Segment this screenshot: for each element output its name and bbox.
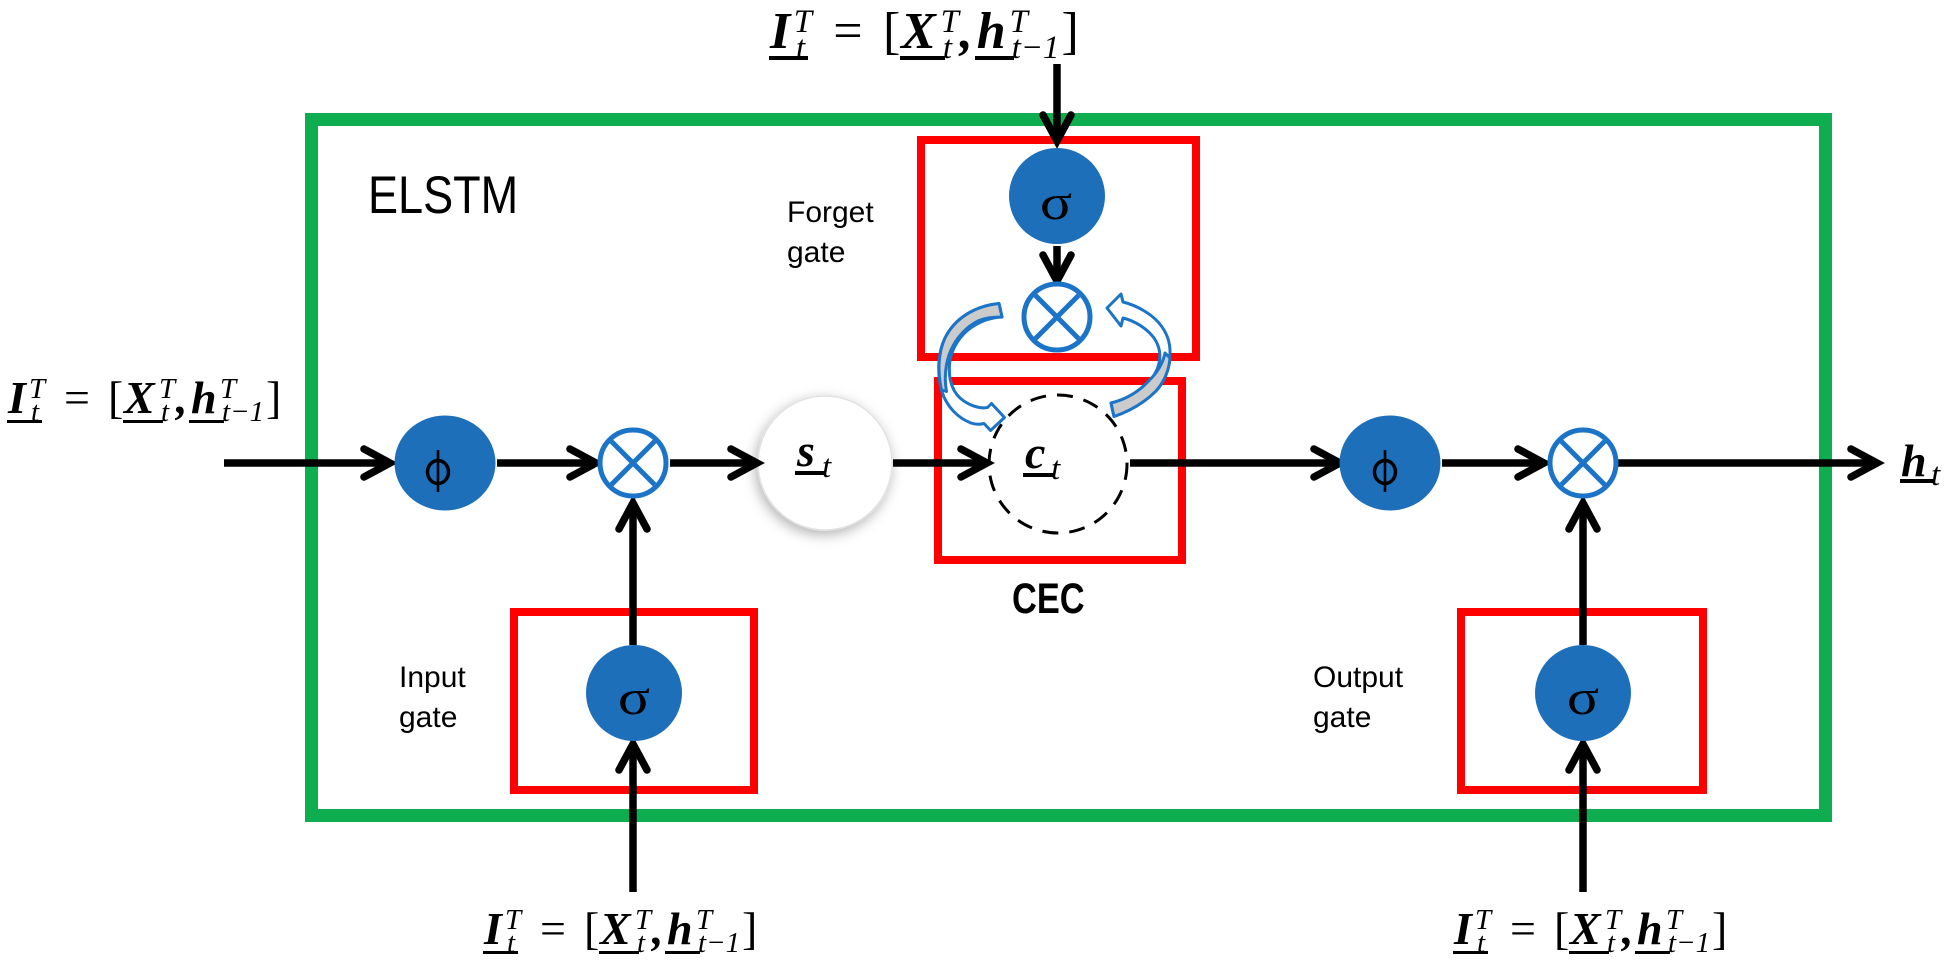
svg-text:σ: σ bbox=[1040, 175, 1072, 230]
svg-text:σ: σ bbox=[618, 670, 650, 725]
svg-text:σ: σ bbox=[1567, 670, 1599, 725]
